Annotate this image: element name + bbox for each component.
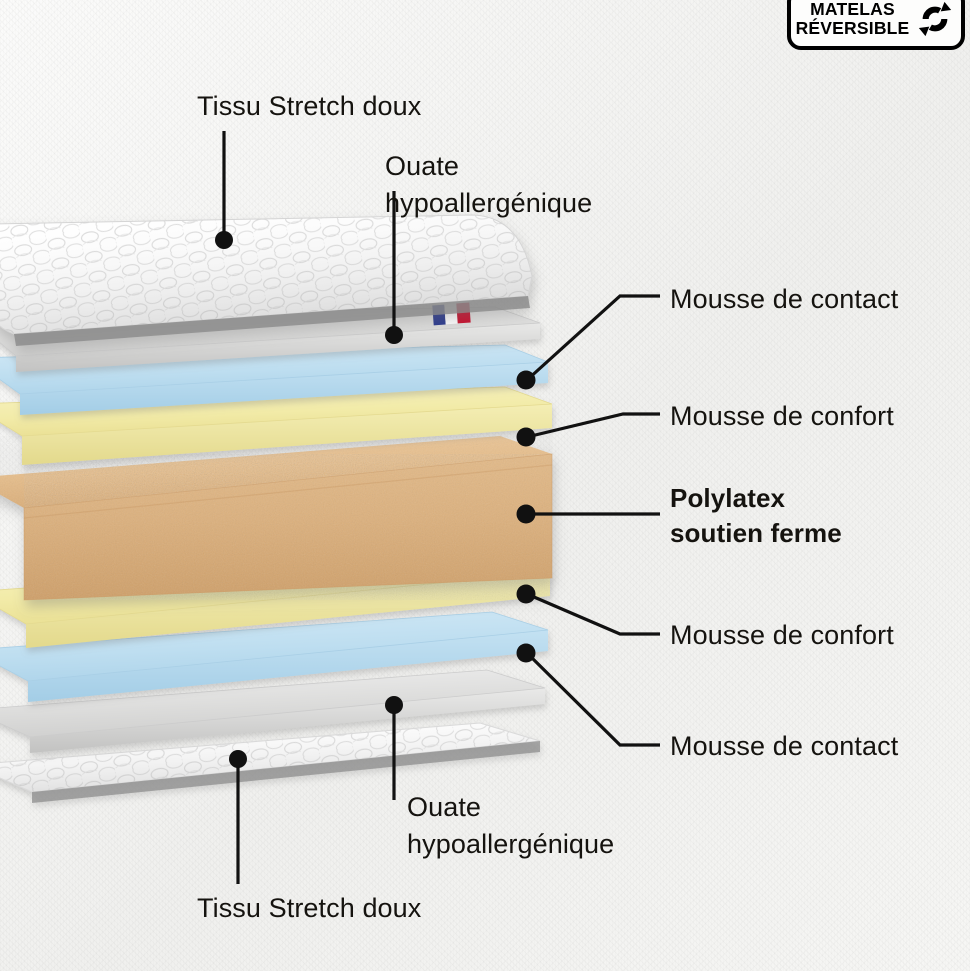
dot-confort-bottom: [516, 584, 536, 604]
layer-bottom-fabric: [0, 722, 541, 803]
dot-top-fabric: [215, 231, 233, 249]
leader-confort-top: [526, 412, 660, 439]
layer-bottom-contact-foam: [0, 611, 549, 702]
layer-top-fabric: [0, 214, 533, 346]
dot-confort-top: [516, 427, 536, 447]
label-top-wadding: Ouate hypoallergénique: [385, 151, 593, 218]
layer-polylatex-core: [0, 436, 553, 601]
layer-bottom-wadding: [0, 669, 546, 753]
leader-contact-bottom: [525, 651, 660, 747]
dot-bottom-fabric: [229, 750, 247, 768]
dot-bottom-wadding: [385, 696, 403, 714]
rotate-arrows-icon: [919, 1, 952, 37]
leader-confort-bottom: [526, 592, 660, 636]
label-contact-foam-top: Mousse de contact: [670, 284, 899, 314]
leader-dots: [215, 231, 536, 768]
reversible-mattress-badge: MATELAS RÉVERSIBLE: [787, 0, 965, 50]
badge-label: MATELAS RÉVERSIBLE: [795, 0, 910, 38]
dot-contact-bottom: [516, 643, 536, 663]
label-bottom-fabric: Tissu Stretch doux: [197, 893, 422, 923]
dot-top-wadding: [385, 326, 403, 344]
label-bottom-wadding: Ouate hypoallergénique: [407, 792, 615, 859]
dot-contact-top: [516, 370, 536, 390]
dot-polylatex: [516, 504, 536, 524]
leader-contact-top: [525, 294, 660, 382]
label-comfort-foam-top: Mousse de confort: [670, 401, 894, 431]
label-contact-foam-bottom: Mousse de contact: [670, 731, 899, 761]
label-comfort-foam-bottom: Mousse de confort: [670, 620, 894, 650]
label-polylatex-core: Polylatex soutien ferme: [670, 483, 842, 548]
label-top-fabric: Tissu Stretch doux: [197, 91, 422, 121]
leader-lines: [222, 131, 660, 884]
